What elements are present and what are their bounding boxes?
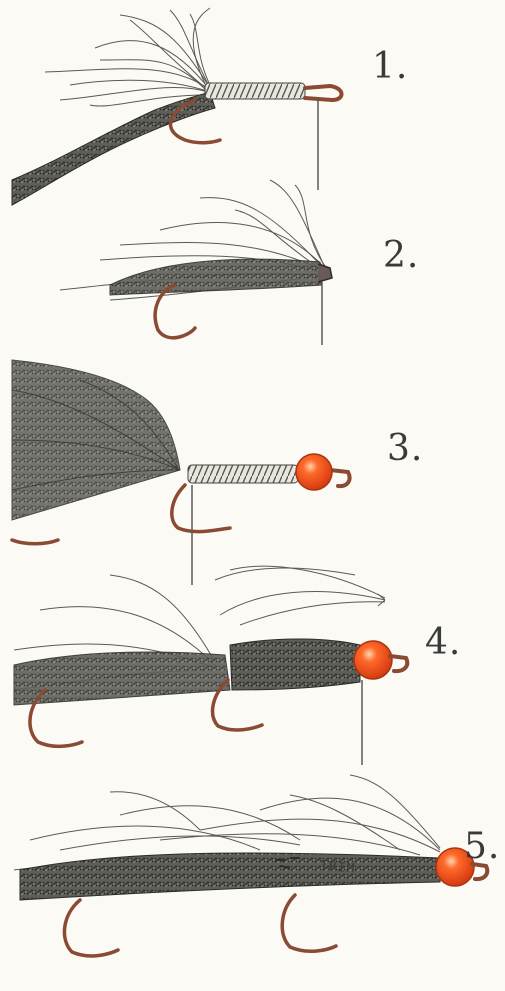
step-3-wrap	[188, 465, 298, 483]
marabou-tail	[45, 8, 210, 106]
step-2-eye	[318, 264, 332, 282]
hook-eye	[305, 86, 342, 100]
step-4-eye	[390, 656, 407, 671]
step-number-4: 4.	[425, 622, 461, 663]
step-number-1: 1.	[372, 46, 408, 87]
step-2-drawing	[60, 180, 332, 345]
step-5-drawing	[14, 775, 487, 956]
step-5-front-hook	[282, 895, 336, 951]
step-1-drawing	[12, 8, 342, 205]
step-5-body	[20, 853, 440, 900]
step-5-rear-hook	[64, 900, 118, 956]
step-3-wing	[12, 360, 180, 520]
step-2-hook	[155, 285, 195, 338]
step-number-3: 3.	[387, 428, 423, 469]
step-2-body	[110, 259, 322, 295]
step-4-drawing	[14, 566, 407, 765]
chenille-strand	[12, 92, 215, 205]
step-3-eye	[330, 470, 350, 486]
step-3-drawing	[12, 360, 350, 585]
step-number-5: 5.	[464, 826, 500, 867]
step-number-2: 2.	[383, 235, 419, 276]
thread-wrap	[205, 83, 305, 99]
step-4-front-body	[230, 639, 360, 690]
step-4-bead	[354, 641, 392, 679]
step-3-bead	[296, 454, 332, 490]
step-3-hook-tail	[12, 540, 58, 544]
step-3-hook	[172, 485, 230, 532]
step-4-rear-body	[14, 652, 230, 705]
